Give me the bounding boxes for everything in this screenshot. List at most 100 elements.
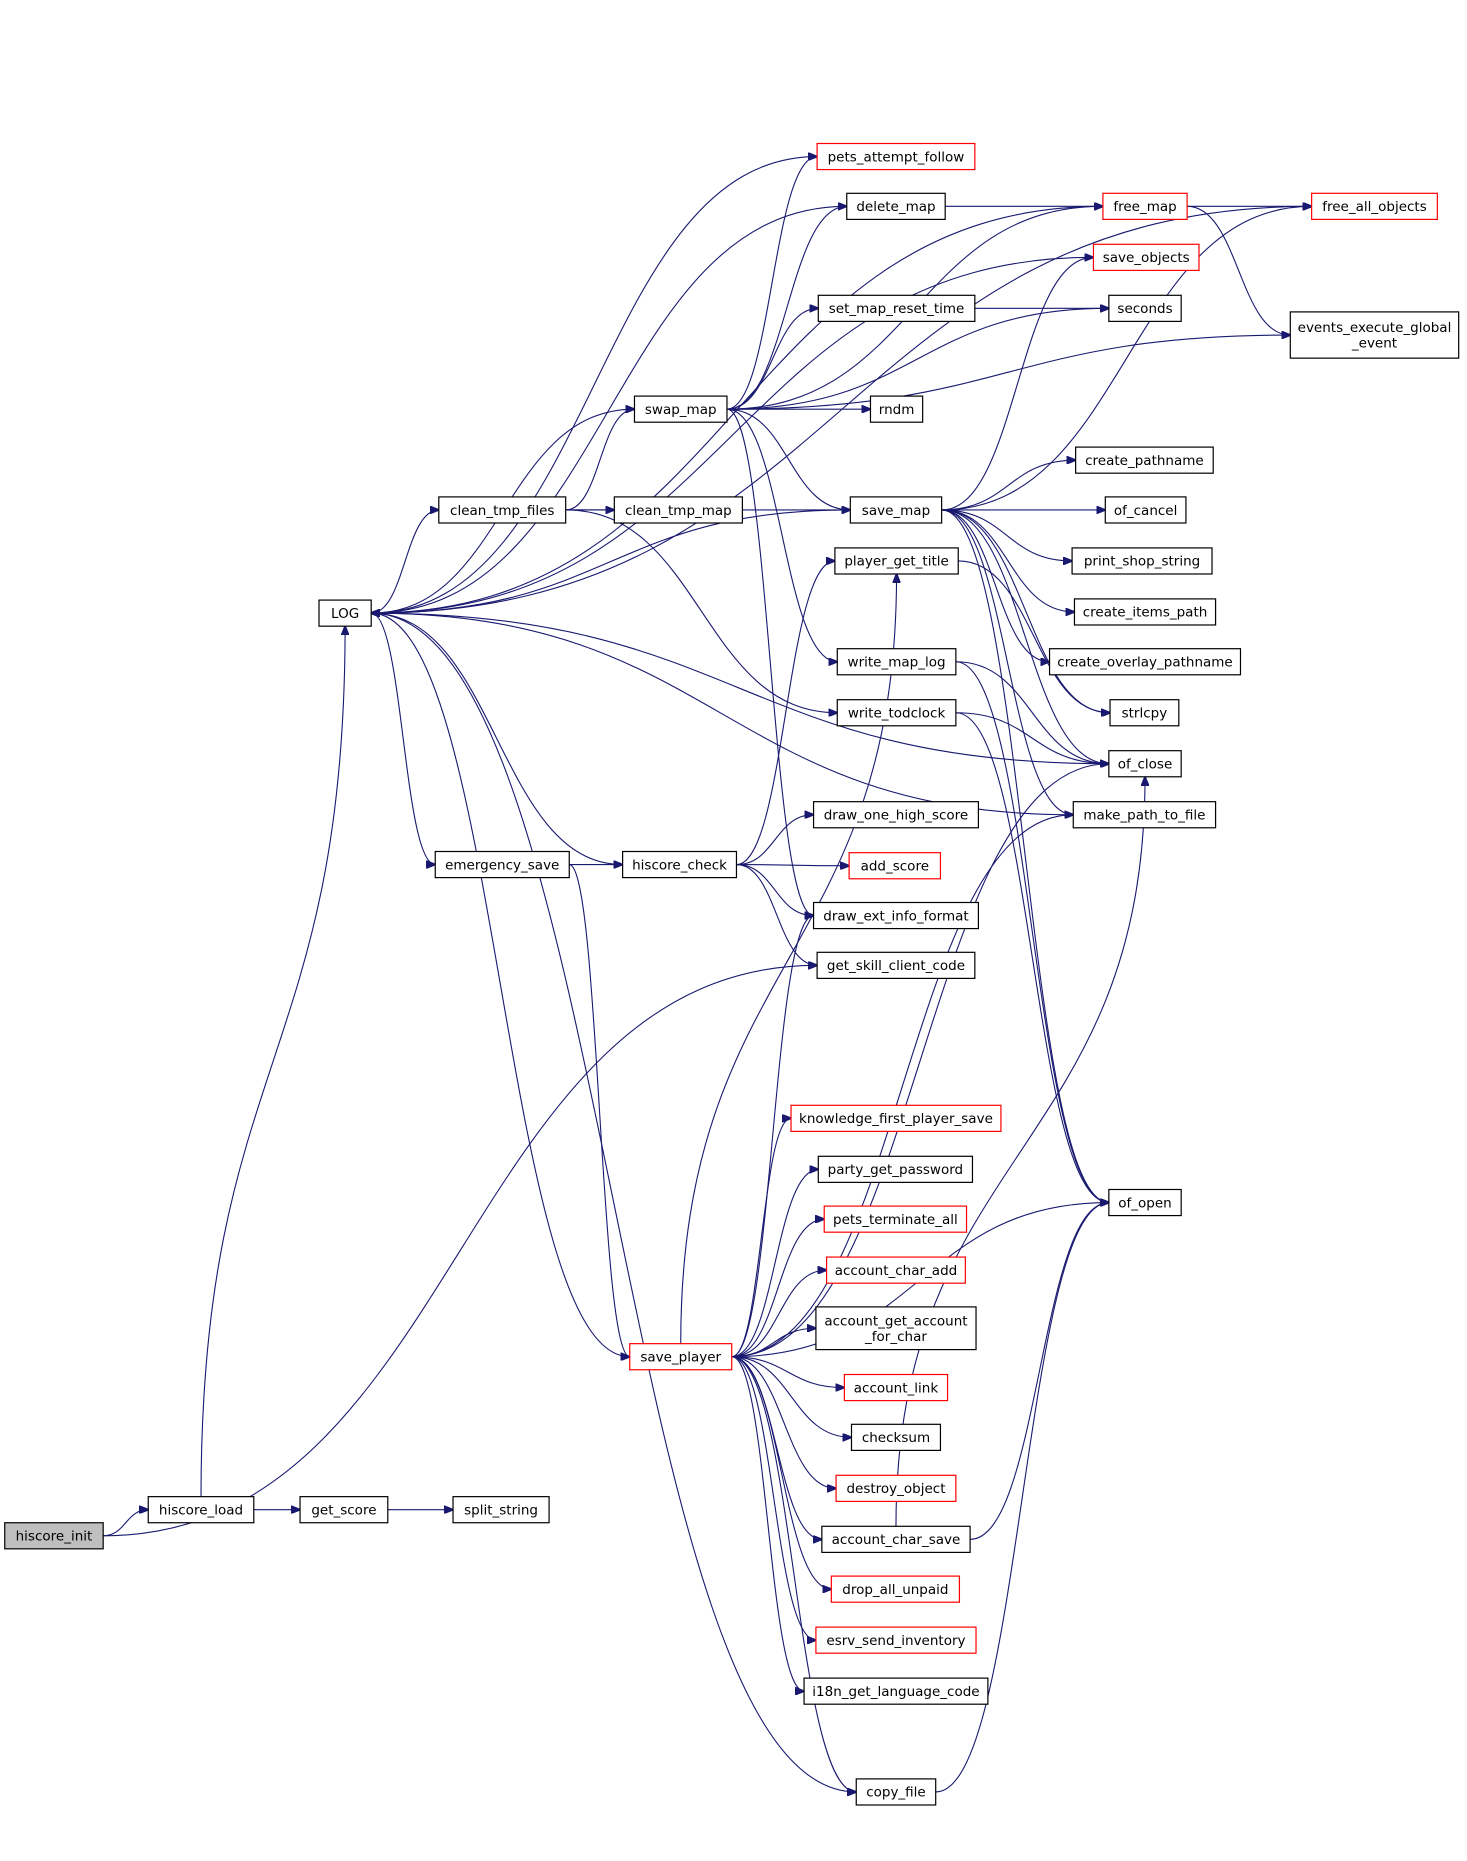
node-box [843, 1373, 949, 1402]
node-get-skill-client-code[interactable]: get_skill_client_code [816, 951, 976, 979]
node-box [825, 1256, 966, 1284]
node-copy-file[interactable]: copy_file [855, 1778, 937, 1806]
node-save-player[interactable]: save_player [629, 1343, 733, 1371]
node-draw-ext-info-format[interactable]: draw_ext_info_format [812, 901, 979, 930]
node-set-map-reset-time[interactable]: set_map_reset_time [817, 294, 976, 322]
edge-save_player-to-of_close [731, 764, 1109, 1358]
edge-write_map_log-to-of_close [955, 661, 1109, 764]
node-hiscore-load[interactable]: hiscore_load [147, 1496, 255, 1524]
node-box [1104, 496, 1187, 524]
node-of-cancel[interactable]: of_cancel [1104, 496, 1187, 524]
node-account-get-account-for-char[interactable]: account_get_account_for_char [815, 1306, 977, 1351]
node-create-overlay-pathname[interactable]: create_overlay_pathname [1048, 648, 1242, 676]
node-free-map[interactable]: free_map [1102, 192, 1188, 220]
node-box [855, 1778, 937, 1806]
edge-swap_map-to-events_execute_global_event [726, 335, 1290, 410]
node-box [1108, 750, 1182, 778]
node-save-map[interactable]: save_map [849, 496, 943, 524]
node-pets-attempt-follow[interactable]: pets_attempt_follow [816, 142, 976, 171]
node-seconds[interactable]: seconds [1108, 294, 1182, 322]
node-rndm[interactable]: rndm [869, 395, 924, 423]
node-hiscore-init[interactable]: hiscore_init [4, 1522, 104, 1550]
node-create-items-path[interactable]: create_items_path [1073, 598, 1217, 626]
node-label: checksum [862, 1430, 930, 1446]
node-account-char-add[interactable]: account_char_add [825, 1256, 966, 1284]
edge-save_player-to-i18n_get_language_code [731, 1356, 804, 1691]
node-hiscore-check[interactable]: hiscore_check [622, 850, 738, 879]
node-destroy-object[interactable]: destroy_object [835, 1474, 957, 1502]
node-box [1092, 243, 1200, 271]
node-box [1109, 699, 1180, 727]
node-clean-tmp-files[interactable]: clean_tmp_files [438, 496, 567, 524]
node-label: delete_map [856, 199, 935, 215]
node-label: LOG [331, 606, 359, 622]
node-account-link[interactable]: account_link [843, 1373, 949, 1402]
node-LOG[interactable]: LOG [318, 599, 372, 627]
node-pets-terminate-all[interactable]: pets_terminate_all [823, 1205, 968, 1233]
node-emergency-save[interactable]: emergency_save [434, 850, 570, 879]
node-box [790, 1104, 1002, 1132]
node-label: esrv_send_inventory [826, 1633, 965, 1649]
edge-save_map-to-of_close [941, 509, 1109, 764]
edge-swap_map-to-save_map [726, 408, 850, 510]
edge-save_player-to-make_path_to_file [731, 815, 1074, 1358]
node-split-string[interactable]: split_string [452, 1496, 550, 1524]
node-create-pathname[interactable]: create_pathname [1075, 446, 1214, 474]
edge-pets_attempt_follow-to-LOG [371, 155, 818, 614]
edge-free_all_objects-to-LOG [371, 205, 1312, 613]
edge-save_map-to-LOG [371, 509, 851, 613]
edge-write_map_log-to-of_open [955, 661, 1109, 1203]
node-drop-all-unpaid[interactable]: drop_all_unpaid [830, 1575, 961, 1603]
node-label: account_get_account [824, 1313, 967, 1329]
node-draw-one-high-score[interactable]: draw_one_high_score [812, 801, 979, 829]
node-player-get-title[interactable]: player_get_title [834, 547, 959, 575]
node-box [803, 1677, 989, 1705]
node-box [812, 901, 979, 930]
node-clean-tmp-map[interactable]: clean_tmp_map [613, 496, 743, 524]
node-write-map-log[interactable]: write_map_log [836, 648, 957, 676]
node-box [823, 1205, 968, 1233]
node-swap-map[interactable]: swap_map [633, 395, 728, 423]
node-box [1102, 192, 1188, 220]
node-delete-map[interactable]: delete_map [846, 192, 946, 220]
node-box [849, 496, 943, 524]
node-of-open[interactable]: of_open [1108, 1188, 1182, 1217]
edge-write_todclock-to-of_open [955, 712, 1109, 1203]
edge-save_map-to-print_shop_string [941, 509, 1072, 561]
edge-hiscore_load-to-LOG [200, 626, 345, 1497]
node-label: seconds [1117, 301, 1172, 317]
edge-save_map-to-create_items_path [941, 509, 1075, 612]
node-label: clean_tmp_files [450, 503, 554, 519]
edge-save_objects-to-LOG [371, 256, 1094, 613]
node-label: get_skill_client_code [827, 958, 965, 974]
node-free-all-objects[interactable]: free_all_objects [1311, 192, 1438, 220]
node-esrv-send-inventory[interactable]: esrv_send_inventory [815, 1626, 977, 1654]
edge-clean_tmp_files-to-swap_map [565, 409, 635, 511]
node-label: print_shop_string [1084, 554, 1200, 570]
edge-hiscore_init-to-hiscore_load [103, 1510, 148, 1537]
node-of-close[interactable]: of_close [1108, 750, 1182, 778]
node-label: of_close [1118, 757, 1173, 773]
node-print-shop-string[interactable]: print_shop_string [1071, 547, 1213, 575]
node-events-execute-global-event[interactable]: events_execute_global_event [1289, 311, 1460, 359]
node-add-score[interactable]: add_score [848, 852, 942, 880]
node-knowledge-first-player-save[interactable]: knowledge_first_player_save [790, 1104, 1002, 1132]
node-account-char-save[interactable]: account_char_save [821, 1525, 971, 1553]
edge-free_map-to-events_execute_global_event [1187, 205, 1290, 335]
node-write-todclock[interactable]: write_todclock [836, 699, 957, 727]
node-party-get-password[interactable]: party_get_password [817, 1155, 974, 1183]
node-box [438, 496, 567, 524]
node-get-score[interactable]: get_score [299, 1496, 389, 1524]
edge-save_map-to-make_path_to_file [941, 509, 1074, 815]
node-checksum[interactable]: checksum [850, 1423, 942, 1451]
edge-free_map-to-LOG [371, 205, 1103, 613]
node-save-objects[interactable]: save_objects [1092, 243, 1200, 271]
node-label: account_char_add [835, 1263, 958, 1279]
edge-LOG-to-emergency_save [371, 612, 435, 864]
node-strlcpy[interactable]: strlcpy [1109, 699, 1180, 727]
edge-LOG-to-clean_tmp_files [371, 510, 439, 614]
node-box [1108, 1188, 1182, 1217]
node-label: write_map_log [848, 655, 946, 671]
node-make-path-to-file[interactable]: make_path_to_file [1072, 801, 1217, 829]
node-i18n-get-language-code[interactable]: i18n_get_language_code [803, 1677, 989, 1705]
